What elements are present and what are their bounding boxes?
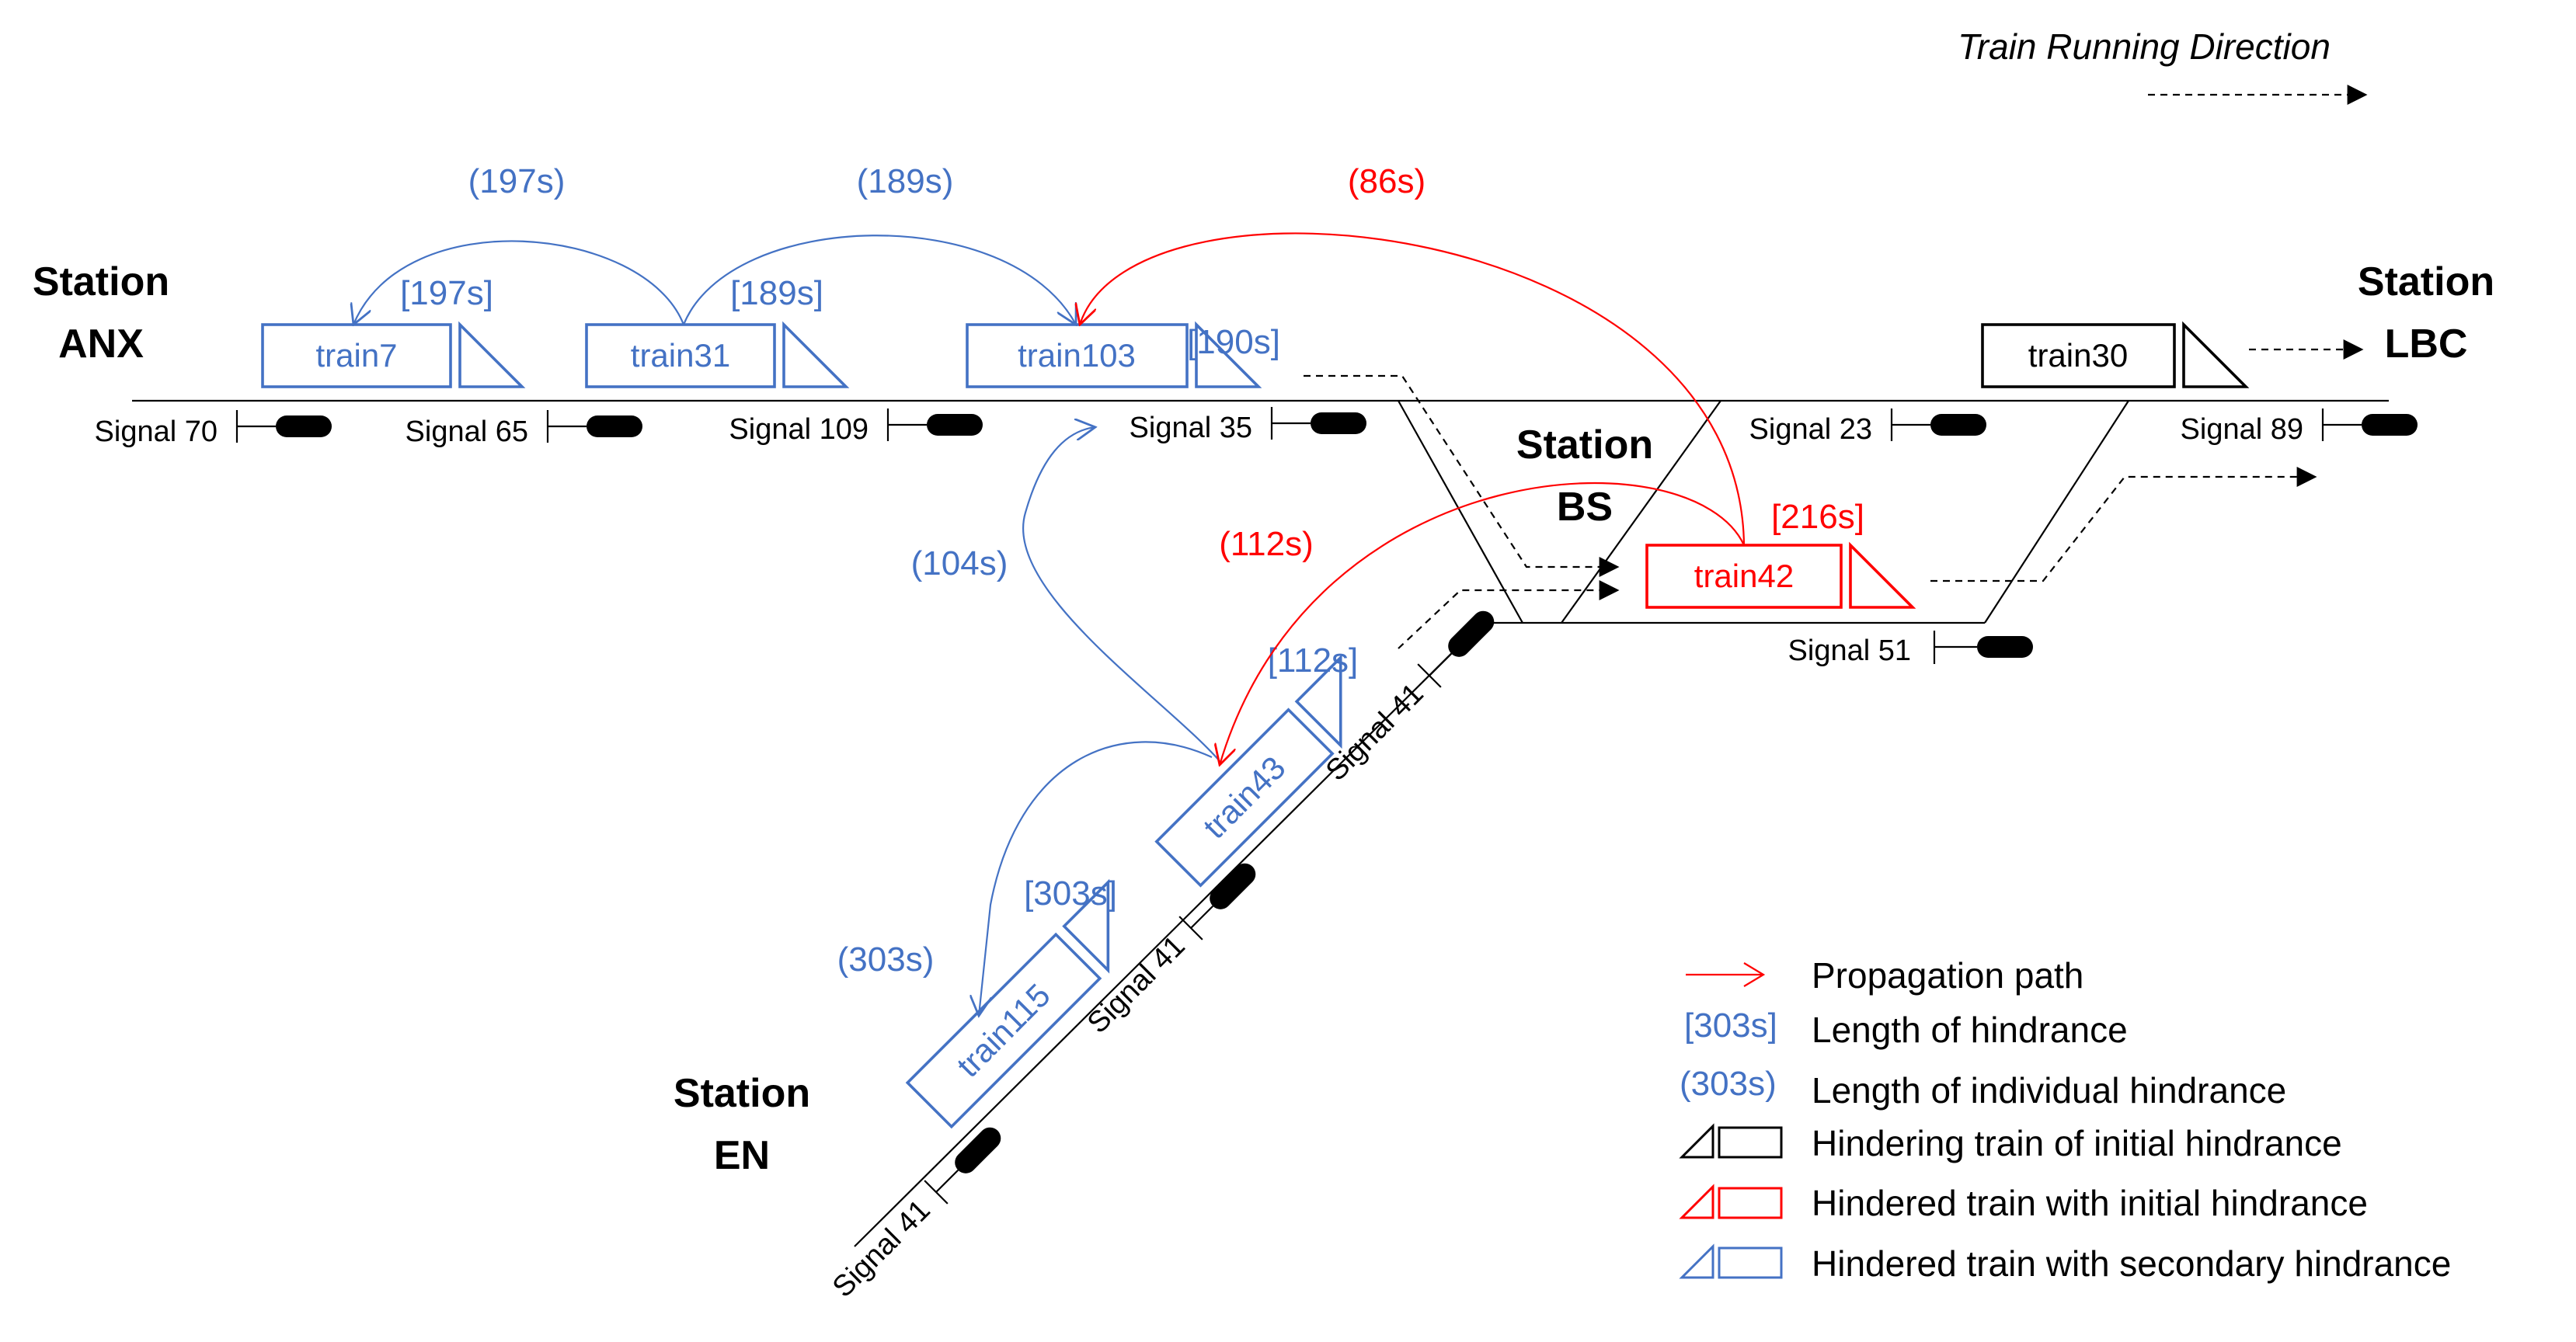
individual-hindrance-197: (197s): [468, 162, 566, 200]
train-42-label: train42: [1694, 558, 1794, 594]
legend-secondary-label: Hindered train with secondary hindrance: [1812, 1243, 2451, 1284]
crossover-track-1: [1398, 400, 1523, 624]
train-7: train7: [261, 321, 526, 388]
signal-41-upper-label: Signal 41: [1320, 677, 1430, 787]
propagation-paths: [353, 232, 1746, 1016]
hindrance-train42: [216s]: [1771, 498, 1864, 536]
signal-41-upper: Signal 41: [1320, 610, 1495, 787]
legend-paren-label: Length of individual hindrance: [1812, 1070, 2286, 1111]
station-lbc: Station LBC: [2358, 259, 2494, 367]
signal-35-label: Signal 35: [1130, 412, 1252, 444]
diagonal-track-en: [854, 622, 1483, 1247]
path-train43-to-train103: [1022, 427, 1220, 762]
signal-51-label: Signal 51: [1788, 634, 1911, 667]
crossover-track-3: [1984, 400, 2129, 624]
hindrance-train7: [197s]: [400, 274, 493, 312]
crossover-track-2: [1561, 400, 1721, 624]
legend: Propagation path [303s] Length of hindra…: [1679, 955, 2451, 1284]
signal-89: Signal 89: [2181, 409, 2418, 446]
legend-initial: Hindered train with initial hindrance: [1679, 1183, 2368, 1223]
train-43-label: train43: [1196, 749, 1293, 846]
individual-hindrance-303: (303s): [837, 940, 935, 979]
legend-bracket: [303s] Length of hindrance: [1684, 1006, 2128, 1050]
train-31-label: train31: [631, 337, 730, 374]
station-anx: Station ANX: [33, 259, 169, 367]
signal-70: Signal 70: [95, 410, 332, 448]
path-train42-to-train43: [1220, 482, 1745, 765]
train-115-label: train115: [949, 976, 1057, 1083]
legend-paren: (303s) Length of individual hindrance: [1680, 1065, 2286, 1111]
legend-propagation-label: Propagation path: [1812, 955, 2083, 996]
path-train103-to-train31: [682, 235, 1076, 325]
signal-23-label: Signal 23: [1749, 413, 1872, 446]
legend-propagation: Propagation path: [1686, 955, 2083, 996]
train-30: train30: [1981, 321, 2250, 388]
station-en-line1: Station: [674, 1071, 810, 1116]
signal-51: Signal 51: [1788, 631, 2033, 667]
signal-109-label: Signal 109: [729, 413, 869, 446]
individual-hindrance-189: (189s): [857, 162, 954, 200]
hindrance-train115: [303s]: [1024, 874, 1117, 913]
legend-hindering: Hindering train of initial hindrance: [1679, 1123, 2342, 1163]
legend-bracket-sample: [303s]: [1684, 1006, 1777, 1045]
train-42: train42: [1645, 541, 1916, 609]
individual-hindrance-112: (112s): [1219, 525, 1313, 563]
path-train43-to-train115: [979, 741, 1213, 1016]
station-anx-line2: ANX: [58, 322, 144, 367]
path-train31-to-train7: [353, 240, 685, 325]
station-lbc-line1: Station: [2358, 259, 2494, 304]
legend-paren-sample: (303s): [1680, 1065, 1777, 1103]
legend-initial-label: Hindered train with initial hindrance: [1812, 1183, 2368, 1223]
hindrance-train31: [189s]: [730, 274, 823, 312]
station-lbc-line2: LBC: [2385, 322, 2468, 367]
individual-hindrance-86: (86s): [1348, 162, 1426, 200]
legend-secondary: Hindered train with secondary hindrance: [1679, 1243, 2451, 1284]
hindrance-train103: [190s]: [1187, 323, 1280, 361]
signal-41-lower: Signal 41: [827, 1127, 1001, 1304]
train-103-label: train103: [1018, 337, 1136, 374]
signal-109: Signal 109: [729, 409, 983, 446]
hindrance-train43: [112s]: [1268, 641, 1359, 680]
path-train42-to-train103: [1080, 232, 1746, 546]
train-31: train31: [585, 321, 850, 388]
station-bs: Station BS: [1516, 422, 1653, 530]
train-7-label: train7: [315, 337, 397, 374]
station-en-line2: EN: [714, 1133, 770, 1178]
routing-arrows: [1304, 339, 2364, 649]
track-layout: [132, 399, 2389, 1247]
legend-bracket-label: Length of hindrance: [1812, 1010, 2128, 1050]
signal-70-label: Signal 70: [95, 415, 218, 448]
train-103: train103: [966, 321, 1262, 388]
signal-89-label: Signal 89: [2181, 413, 2303, 446]
train-30-label: train30: [2028, 337, 2128, 374]
legend-hindering-label: Hindering train of initial hindrance: [1812, 1123, 2342, 1163]
station-bs-line2: BS: [1557, 485, 1613, 530]
station-en: Station EN: [674, 1071, 810, 1178]
direction-label: Train Running Direction: [1958, 26, 2331, 67]
signal-41-middle-label: Signal 41: [1081, 930, 1192, 1040]
signal-23: Signal 23: [1749, 409, 1986, 446]
station-anx-line1: Station: [33, 259, 169, 304]
signal-65-label: Signal 65: [406, 415, 528, 448]
individual-hindrance-104: (104s): [911, 544, 1008, 582]
signal-35: Signal 35: [1130, 407, 1366, 444]
station-bs-line1: Station: [1516, 422, 1653, 468]
signal-65: Signal 65: [406, 410, 642, 448]
signal-41-lower-label: Signal 41: [827, 1194, 937, 1304]
